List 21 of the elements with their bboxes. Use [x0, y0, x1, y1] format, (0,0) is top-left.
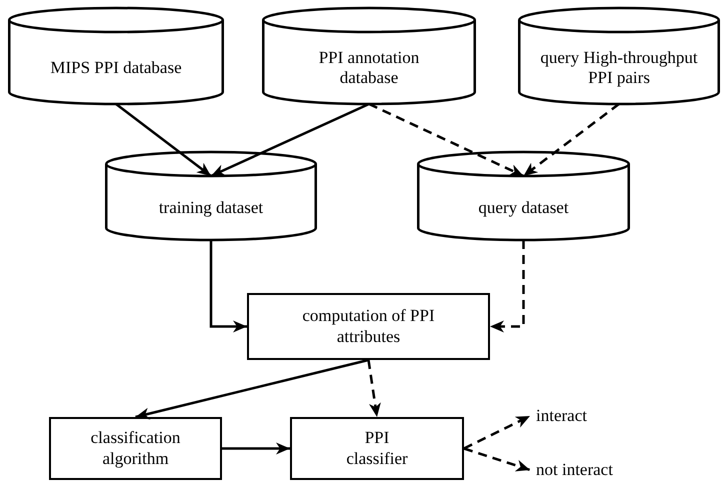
arrow [464, 447, 530, 472]
process-box: classification algorithm [49, 417, 222, 480]
arrow [210, 102, 370, 178]
arrow [522, 103, 620, 177]
database-cylinder: training dataset [105, 152, 317, 240]
output-label: interact [530, 403, 620, 429]
arrow [222, 442, 290, 454]
arrow [463, 414, 531, 450]
process-box: computation of PPI attributes [247, 293, 490, 360]
database-cylinder: MIPS PPI database [8, 8, 224, 104]
arrow [135, 358, 369, 420]
arrow [210, 240, 247, 332]
database-cylinder: query dataset [417, 152, 630, 240]
arrow [490, 240, 525, 332]
database-cylinder: PPI annotation database [262, 8, 476, 104]
arrow [115, 103, 212, 177]
database-cylinder: query High-throughput PPI pairs [518, 8, 720, 104]
output-label: not interact [530, 457, 640, 483]
arrow [367, 360, 381, 418]
process-box: PPI classifier [290, 417, 464, 480]
arrow [368, 102, 524, 178]
